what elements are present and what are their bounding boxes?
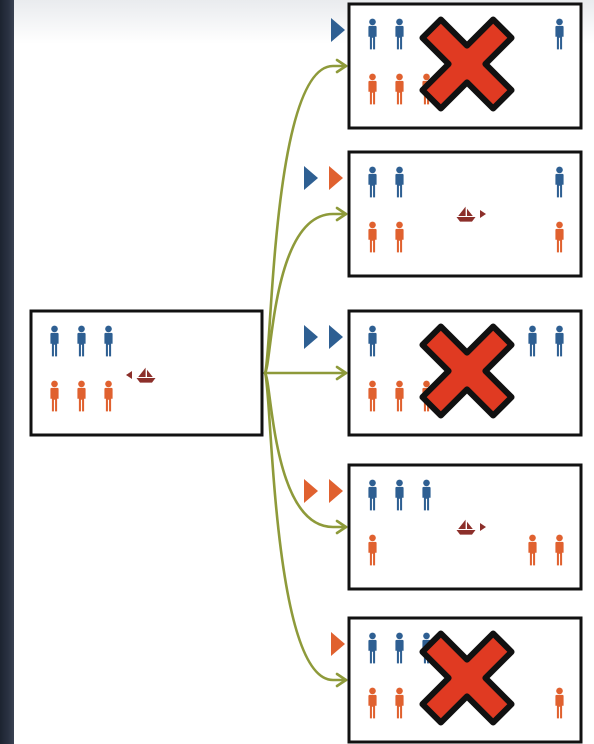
invalid-state-cross-icon <box>419 16 515 112</box>
cannibal-move-icon <box>329 166 343 190</box>
state-box-border <box>29 309 264 437</box>
missionary-move-icon <box>329 325 343 349</box>
cannibal-move-icon <box>331 632 345 656</box>
start-state-box <box>29 309 264 437</box>
boat-direction-icon <box>480 210 486 218</box>
move-marker-group <box>304 166 343 190</box>
state-boxes <box>29 2 583 744</box>
transition-arrow <box>263 371 348 688</box>
missionary-move-icon <box>304 325 318 349</box>
invalid-state-cross-icon <box>419 630 515 726</box>
invalid-state-cross-icon <box>419 323 515 419</box>
window-edge <box>0 0 14 744</box>
cannibal-move-icon <box>329 479 343 503</box>
boat-icon <box>456 206 486 222</box>
boat-direction-icon <box>480 523 486 531</box>
transition-arrow <box>263 365 348 381</box>
move-marker-group <box>331 18 345 42</box>
result-state-box <box>347 150 583 278</box>
result-state-box <box>347 309 583 437</box>
boat-icon <box>126 367 156 383</box>
cannibal-move-icon <box>304 479 318 503</box>
boat-direction-icon <box>126 371 132 379</box>
transition-arrows <box>263 58 348 688</box>
move-markers <box>304 18 345 656</box>
boat-icon <box>456 519 486 535</box>
move-marker-group <box>304 325 343 349</box>
result-state-box <box>347 463 583 591</box>
transition-arrow <box>263 206 348 375</box>
missionary-move-icon <box>304 166 318 190</box>
move-marker-group <box>331 632 345 656</box>
result-state-box <box>347 2 583 130</box>
missionary-move-icon <box>331 18 345 42</box>
transition-arrow <box>263 58 348 375</box>
result-state-box <box>347 616 583 744</box>
move-marker-group <box>304 479 343 503</box>
